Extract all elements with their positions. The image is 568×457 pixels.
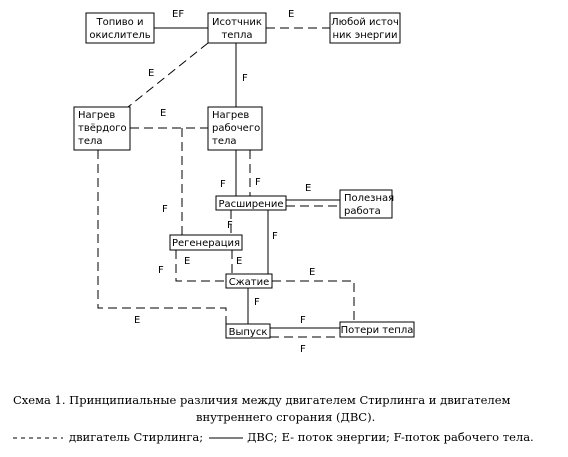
- flow-label-e: E: [184, 256, 190, 267]
- node-exhaust: Выпуск: [225, 323, 271, 339]
- engine-flow-diagram: Топиво и окислитель Исотчник тепла Любой…: [73, 9, 415, 355]
- node-heat-source: Исотчник тепла: [207, 12, 267, 44]
- flow-label-f: F: [220, 179, 226, 190]
- node-working-heating: Нагрев рабочего тела: [207, 106, 263, 151]
- flow-label-f: F: [300, 344, 306, 355]
- edge-heatsource-solidheating: [127, 42, 209, 108]
- flow-label-f: F: [254, 297, 260, 308]
- node-label: ник энергии: [332, 30, 397, 41]
- node-useful-work: Полезная работа: [339, 189, 394, 219]
- node-expansion: Расширение: [215, 195, 287, 211]
- node-label: Полезная: [344, 193, 394, 204]
- flow-label-e: E: [309, 267, 315, 278]
- flow-label-f: F: [300, 315, 306, 326]
- node-label: Топиво и: [96, 17, 144, 28]
- legend-dashed-line: [13, 437, 63, 439]
- edge-regeneration-compression-loop: [175, 250, 226, 282]
- node-label: Нагрев: [212, 110, 249, 121]
- flow-label-f: F: [162, 204, 168, 215]
- legend-solid-line: [209, 437, 244, 439]
- flow-label-f: F: [158, 265, 164, 276]
- flow-label-e: E: [148, 68, 154, 79]
- node-label: тепла: [221, 30, 252, 41]
- legend: двигатель Стирлинга; ДВС; E- поток энерг…: [13, 430, 568, 444]
- node-label: Нагрев: [78, 110, 115, 121]
- flow-label-f: F: [227, 220, 233, 231]
- node-fuel: Топиво и окислитель: [85, 12, 155, 44]
- flow-label-e: E: [288, 9, 294, 20]
- node-compression: Сжатие: [225, 273, 273, 289]
- legend-ice-label: ДВС;: [247, 430, 278, 444]
- flow-label-ef: EF: [172, 9, 184, 20]
- node-label: Исотчник: [212, 17, 262, 28]
- node-label: Сжатие: [229, 277, 270, 288]
- flow-label-e: E: [305, 183, 311, 194]
- node-label: работа: [344, 206, 381, 217]
- node-regeneration: Регенерация: [169, 234, 243, 251]
- node-label: Выпуск: [229, 327, 268, 338]
- legend-stirling-label: двигатель Стирлинга;: [69, 430, 204, 444]
- flow-label-f: F: [255, 177, 261, 188]
- flow-label-f: F: [272, 231, 278, 242]
- node-heat-loss: Потери тепла: [339, 321, 415, 338]
- node-label: Потери тепла: [341, 325, 414, 336]
- edge-compression-heatloss: [272, 280, 355, 322]
- caption-line-2: внутреннего сгорания (ДВС).: [196, 410, 376, 424]
- caption-line-1: Схема 1. Принципиальные различия между д…: [13, 393, 511, 407]
- node-any-energy: Любой источ ник энергии: [329, 12, 401, 44]
- node-solid-heating: Нагрев твёрдого тела: [73, 106, 131, 151]
- flow-label-e: E: [134, 315, 140, 326]
- node-label: тела: [78, 136, 103, 147]
- flow-label-f: F: [242, 73, 248, 84]
- node-label: Регенерация: [172, 238, 240, 249]
- node-label: твёрдого: [78, 123, 127, 134]
- node-label: рабочего: [212, 123, 260, 134]
- flow-label-e: E: [160, 108, 166, 119]
- node-label: Любой источ: [331, 17, 399, 28]
- node-label: тела: [212, 136, 237, 147]
- legend-flows-label: E- поток энергии; F-поток рабочего тела.: [281, 430, 534, 444]
- node-label: окислитель: [89, 30, 150, 41]
- edge-solidheating-exhaust: [97, 150, 227, 324]
- flow-label-e: E: [236, 256, 242, 267]
- node-label: Расширение: [219, 199, 284, 210]
